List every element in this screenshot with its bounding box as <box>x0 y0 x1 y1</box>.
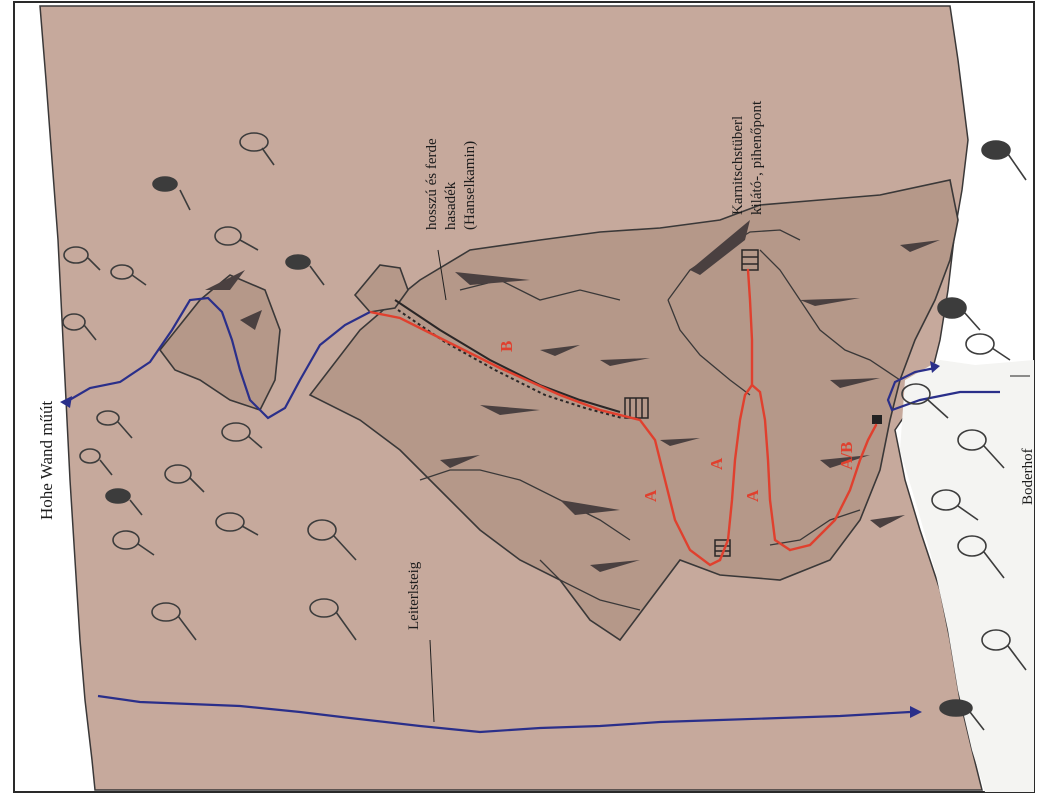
route-marker-a-mid-1: A <box>707 457 726 470</box>
tree-icon <box>966 334 1010 360</box>
label-gully-line1: hosszú és ferde <box>424 138 440 230</box>
route-marker-ab: A/B <box>837 442 856 470</box>
label-gully-line3: (Hanselkamin) <box>462 141 478 230</box>
label-farm: Boderhof <box>1020 448 1036 505</box>
tree-icon <box>938 298 980 330</box>
label-viewpoint-line1: Karnitschstüberl <box>730 116 746 215</box>
tree-icon <box>982 141 1026 180</box>
label-viewpoint-line2: kilátó-, pihenőpont <box>749 100 765 215</box>
route-marker-a-mid-2: A <box>743 489 762 502</box>
hut-icon <box>872 415 882 424</box>
label-ladder-path: Leiterlsteig <box>406 561 422 630</box>
label-left-road: Hohe Wand műút <box>37 401 56 520</box>
route-marker-a-upper: A <box>641 489 660 502</box>
label-gully-line2: hasadék <box>443 181 459 230</box>
route-marker-b: B <box>497 341 516 352</box>
